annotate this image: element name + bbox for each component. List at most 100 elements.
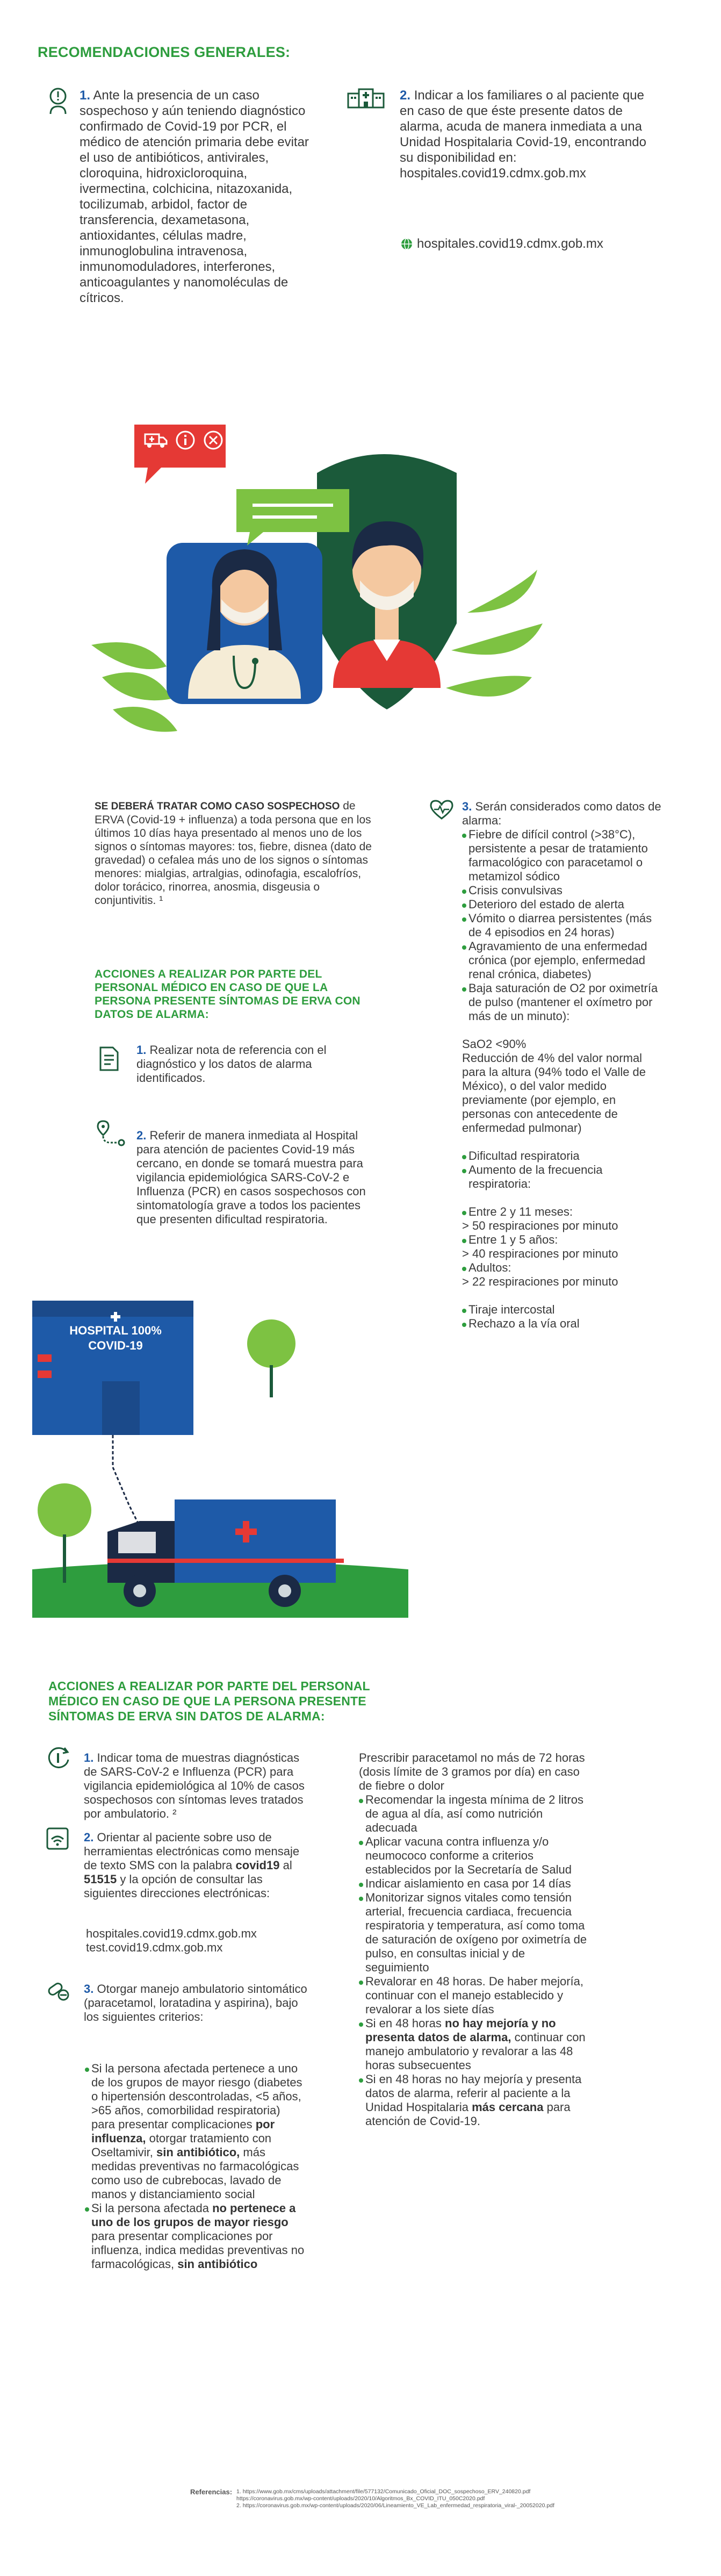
heart-pulse-icon: [430, 800, 453, 820]
list-item: Vómito o diarrea persistentes (más de 4 …: [462, 912, 666, 939]
last-1-c: continuar con manejo ambulatorio y reval…: [365, 2030, 586, 2072]
list-item: Agravamiento de una enfermedad crónica (…: [462, 939, 666, 981]
general-item-1: 1. Ante la presencia de un caso sospecho…: [80, 88, 313, 306]
alarm-without-item-2-text-a: Orientar al paciente sobre uso de herram…: [84, 1831, 300, 1872]
references: Referencias: 1. https://www.gob.mx/cms/u…: [190, 2488, 577, 2509]
resp-rate-value: > 22 respiraciones por minuto: [462, 1275, 618, 1288]
list-item: Rechazo a la vía oral: [462, 1317, 666, 1331]
list-item: Adultos:: [462, 1261, 666, 1275]
alarm-without-item-1-text: Indicar toma de muestras diagnósticas de…: [84, 1751, 305, 1820]
list-item: Si en 48 horas no hay mejoría y no prese…: [359, 2017, 590, 2072]
alarm-with-item-2-text: Referir de manera inmediata al Hospital …: [136, 1129, 366, 1226]
alarm-without-title: ACCIONES A REALIZAR POR PARTE DEL PERSON…: [48, 1679, 370, 1723]
alarm-with-item-1-number: 1.: [136, 1043, 147, 1057]
list-item: Si la persona afectada pertenece a uno d…: [85, 2062, 305, 2201]
alarm-signs-block: 3. Serán considerados como datos de alar…: [462, 800, 666, 1331]
general-item-1-number: 1.: [80, 88, 91, 103]
list-item: Revalorar en 48 horas. De haber mejoría,…: [359, 1975, 590, 2017]
alarm-signs-list-2: Dificultad respiratoria Aumento de la fr…: [462, 1149, 666, 1191]
alarm-without-item-3: 3. Otorgar manejo ambulatorio sintomátic…: [84, 1982, 309, 2024]
info-icon: [176, 430, 195, 450]
crit-2-d: sin antibiótico: [177, 2257, 258, 2271]
pills-icon: [48, 1983, 69, 2001]
sms-number: 51515: [84, 1872, 117, 1886]
list-item: Entre 2 y 11 meses:: [462, 1205, 666, 1219]
alarm-signs-list: Fiebre de difícil control (>38°C), persi…: [462, 828, 666, 1023]
resp-rate-value: > 40 respiraciones por minuto: [462, 1247, 618, 1260]
general-item-1-text: Ante la presencia de un caso sospechoso …: [80, 88, 309, 305]
ambulance-icon: [144, 433, 168, 448]
treatment-list: Recomendar la ingesta mínima de 2 litros…: [359, 1793, 590, 2128]
hospital-ambulance-illustration: [32, 1301, 408, 1618]
resp-rate-list: Entre 2 y 11 meses:: [462, 1205, 666, 1219]
list-item: Indicar aislamiento en casa por 14 días: [359, 1877, 590, 1891]
wifi-tablet-icon: [46, 1827, 69, 1850]
globe-icon: [401, 238, 412, 250]
alarm-with-item-1-text: Realizar nota de referencia con el diagn…: [136, 1043, 327, 1085]
crit-1-e: más medidas preventivas no farmacológica…: [91, 2146, 299, 2201]
list-item: Tiraje intercostal: [462, 1303, 666, 1317]
alarm-without-item-2-number: 2.: [84, 1831, 94, 1844]
document-note-icon: [99, 1046, 119, 1071]
resp-rate-list-b: Entre 1 y 5 años:: [462, 1233, 666, 1247]
alert-person-icon: [49, 88, 67, 114]
alarm-with-item-2-number: 2.: [136, 1129, 147, 1142]
alarm-without-links: hospitales.covid19.cdmx.gob.mx test.covi…: [86, 1927, 257, 1955]
last-1-a: Si en 48 horas: [365, 2017, 442, 2030]
treatment-block: Prescribir paracetamol no más de 72 hora…: [359, 1751, 590, 2128]
list-item: Entre 1 y 5 años:: [462, 1233, 666, 1247]
suspect-case-body: de ERVA (Covid-19 + influenza) a toda pe…: [95, 800, 372, 907]
last-2-b: más cercana: [472, 2100, 544, 2114]
general-title: RECOMENDACIONES GENERALES:: [38, 44, 291, 60]
crit-1-b: por influenza,: [91, 2118, 275, 2145]
references-label: Referencias:: [190, 2488, 233, 2496]
list-item: Si en 48 horas no hay mejoría y presenta…: [359, 2072, 590, 2128]
list-item: Dificultad respiratoria: [462, 1149, 666, 1163]
criteria-list: Si la persona afectada pertenece a uno d…: [85, 2062, 305, 2271]
alarm-without-item-3-number: 3.: [84, 1982, 94, 1996]
last-1-b: no hay mejoría y no presenta datos de al…: [365, 2017, 556, 2044]
alarm-signs-number: 3.: [462, 800, 472, 813]
list-item: Fiebre de difícil control (>38°C), persi…: [462, 828, 666, 884]
resp-rate-value: > 50 respiraciones por minuto: [462, 1219, 618, 1232]
list-item: Recomendar la ingesta mínima de 2 litros…: [359, 1793, 590, 1835]
reference-1[interactable]: 1. https://www.gob.mx/cms/uploads/attach…: [236, 2488, 531, 2495]
last-2-a: Si en 48 horas no hay mejoría y presenta…: [365, 2072, 582, 2114]
list-item: Baja saturación de O2 por oximetría de p…: [462, 981, 666, 1023]
alarm-without-item-2: 2. Orientar al paciente sobre uso de her…: [84, 1831, 309, 1900]
alarm-without-item-1: 1. Indicar toma de muestras diagnósticas…: [84, 1751, 315, 1821]
reference-2a[interactable]: https://coronavirus.gob.mx/wp-content/up…: [236, 2495, 485, 2502]
criteria-block: Si la persona afectada pertenece a uno d…: [85, 2062, 305, 2271]
paracetamol-text: Prescribir paracetamol no más de 72 hora…: [359, 1751, 585, 1792]
alarm-signs-intro-text: Serán considerados como datos de alarma:: [462, 800, 661, 827]
reference-2b[interactable]: 2. https://coronavirus.gob.mx/wp-content…: [236, 2502, 554, 2509]
alarm-without-item-2-text-b: al: [283, 1859, 292, 1872]
doctors-illustration: [91, 425, 543, 732]
suspect-case-text: Se deberá tratar como caso sospechoso de…: [95, 799, 374, 907]
last-2-c: para atención de Covid-19.: [365, 2100, 571, 2128]
alarm-without-item-3-text: Otorgar manejo ambulatorio sintomático (…: [84, 1982, 307, 2024]
test-link[interactable]: test.covid19.cdmx.gob.mx: [86, 1941, 223, 1954]
plus-icon: [111, 1312, 120, 1322]
suspect-case-lead: Se deberá tratar como caso sospechoso: [95, 801, 340, 812]
hospital-building-icon: [347, 88, 385, 109]
hospital-sign-line-1: HOSPITAL 100%: [69, 1324, 162, 1337]
general-item-2-number: 2.: [400, 88, 411, 103]
crit-2-c: para presentar complicaciones por influe…: [91, 2229, 305, 2271]
hospitals-link[interactable]: hospitales.covid19.cdmx.gob.mx: [417, 236, 603, 251]
alarm-with-item-2: 2. Referir de manera inmediata al Hospit…: [136, 1129, 373, 1226]
list-item: Deterioro del estado de alerta: [462, 898, 666, 912]
list-item: Si la persona afectada no pertenece a un…: [85, 2201, 305, 2271]
close-circle-icon: [204, 430, 223, 450]
alarm-without-item-1-number: 1.: [84, 1751, 94, 1764]
hospital-sign: HOSPITAL 100% COVID-19: [54, 1311, 177, 1353]
list-item: Monitorizar signos vitales como tensión …: [359, 1891, 590, 1975]
general-item-2: 2. Indicar a los familiares o al pacient…: [400, 88, 652, 181]
route-pin-icon: [97, 1120, 125, 1146]
hospital-sign-line-2: COVID-19: [88, 1339, 143, 1352]
crit-2-b: no pertenece a uno de los grupos de mayo…: [91, 2201, 296, 2229]
crit-1-a: Si la persona afectada pertenece a uno d…: [91, 2062, 302, 2131]
list-item: Aplicar vacuna contra influenza y/o neum…: [359, 1835, 590, 1877]
crit-1-d: sin antibiótico,: [156, 2146, 240, 2159]
hospitals-link-2[interactable]: hospitales.covid19.cdmx.gob.mx: [86, 1927, 257, 1940]
